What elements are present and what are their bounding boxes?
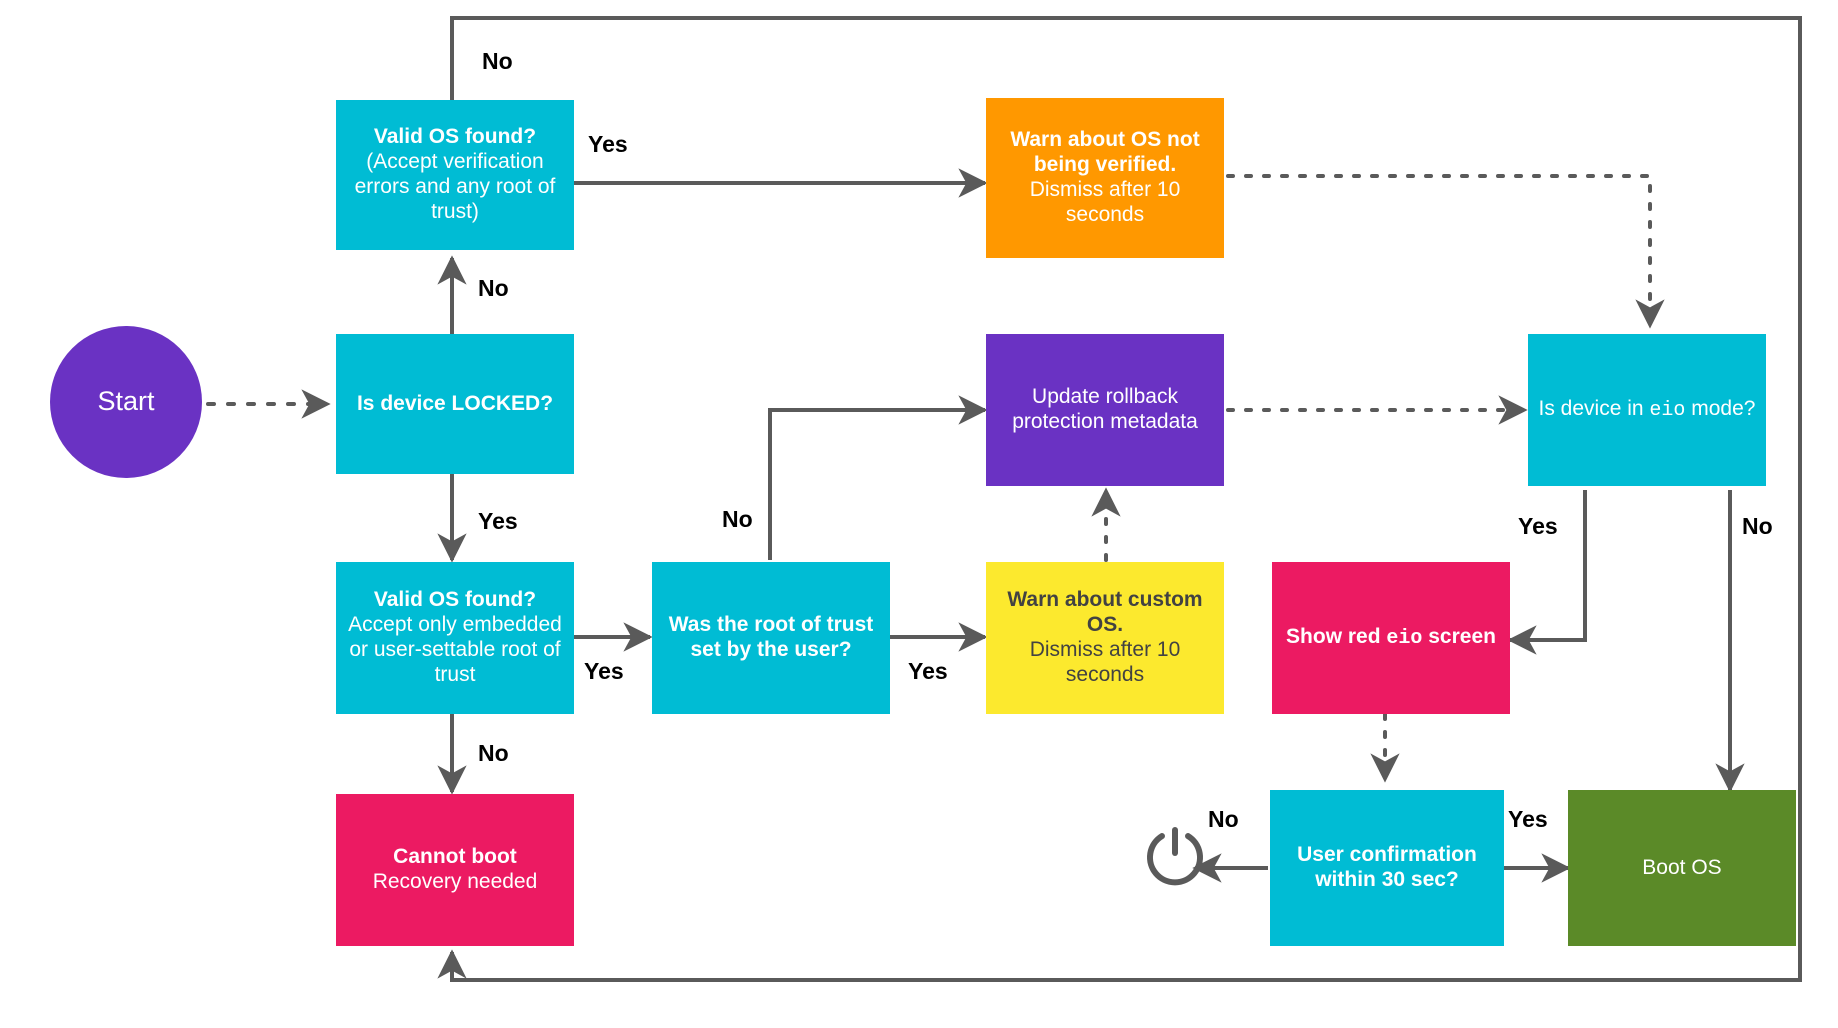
node-user-confirmation[interactable]: User confirmation within 30 sec?	[1270, 790, 1504, 946]
node-valid-os-locked-title: Valid OS found?	[373, 588, 537, 612]
edge-label-no-valid-os-locked: No	[478, 740, 509, 766]
node-valid-os-locked-sub: Accept only embedded or user-settable ro…	[348, 613, 562, 686]
node-valid-os-locked[interactable]: Valid OS found? Accept only embedded or …	[336, 562, 574, 714]
edge-warnos-to-eio	[1226, 174, 1665, 329]
node-warn-custom-os[interactable]: Warn about custom OS. Dismiss after 10 s…	[986, 562, 1224, 714]
node-update-rollback[interactable]: Update rollback protection metadata	[986, 334, 1224, 486]
node-valid-os-unlocked-sub: (Accept verification errors and any root…	[354, 150, 556, 223]
node-valid-os-unlocked[interactable]: Valid OS found? (Accept verification err…	[336, 100, 574, 250]
node-cannot-boot[interactable]: Cannot boot Recovery needed	[336, 794, 574, 946]
node-show-red-eio[interactable]: Show red eio screen	[1272, 562, 1510, 714]
node-root-of-trust-user-title: Was the root of trust set by the user?	[668, 613, 874, 661]
node-warn-unverified-os-sub: Dismiss after 10 seconds	[1029, 178, 1181, 226]
node-warn-custom-os-sub: Dismiss after 10 seconds	[1029, 638, 1181, 686]
edge-label-yes-user-confirmation: Yes	[1508, 806, 1548, 832]
node-is-device-eio[interactable]: Is device in eio mode?	[1528, 334, 1766, 486]
node-show-red-eio-title: Show red eio screen	[1286, 625, 1496, 651]
edge-label-no-eio: No	[1742, 513, 1773, 539]
node-boot-os-title: Boot OS	[1642, 855, 1722, 879]
edge-label-no-top-loop: No	[482, 48, 513, 74]
edge-label-yes-root-of-trust: Yes	[908, 658, 948, 684]
edge-label-no-root-of-trust: No	[722, 506, 753, 532]
node-start-label: Start	[97, 386, 155, 417]
node-show-red-eio-label-pre: Show red	[1286, 625, 1387, 649]
power-off-icon	[1142, 822, 1208, 888]
node-show-red-eio-label-post: screen	[1422, 625, 1496, 649]
edge-label-yes-eio: Yes	[1518, 513, 1558, 539]
edge-label-yes-locked: Yes	[478, 508, 518, 534]
node-valid-os-unlocked-title: Valid OS found?	[373, 125, 537, 149]
node-is-device-eio-title: Is device in eio mode?	[1539, 397, 1756, 423]
node-show-red-eio-label-mono: eio	[1386, 627, 1423, 651]
node-is-device-eio-label-mono: eio	[1649, 399, 1686, 423]
node-boot-os[interactable]: Boot OS	[1568, 790, 1796, 946]
node-cannot-boot-sub: Recovery needed	[372, 870, 538, 893]
edge-label-no-user-confirmation: No	[1208, 806, 1239, 832]
node-is-device-locked[interactable]: Is device LOCKED?	[336, 334, 574, 474]
edge-label-yes-unlocked-valid: Yes	[588, 131, 628, 157]
node-warn-custom-os-title: Warn about custom OS.	[1007, 588, 1203, 637]
node-update-rollback-title: Update rollback protection metadata	[1012, 385, 1198, 433]
edge-label-yes-valid-os-locked: Yes	[584, 658, 624, 684]
node-warn-unverified-os-title: Warn about OS not being verified.	[1010, 128, 1200, 177]
node-warn-unverified-os[interactable]: Warn about OS not being verified. Dismis…	[986, 98, 1224, 258]
node-is-device-eio-label-pre: Is device in	[1538, 397, 1650, 421]
node-user-confirmation-title: User confirmation within 30 sec?	[1297, 843, 1477, 891]
edge-rot-no	[768, 395, 988, 560]
node-start[interactable]: Start	[50, 326, 202, 478]
edge-label-no-locked-to-valid-unlocked: No	[478, 275, 509, 301]
node-cannot-boot-title: Cannot boot	[393, 845, 517, 869]
node-is-device-eio-label-post: mode?	[1685, 397, 1756, 421]
node-is-device-locked-title: Is device LOCKED?	[356, 391, 554, 415]
node-root-of-trust-user[interactable]: Was the root of trust set by the user?	[652, 562, 890, 714]
